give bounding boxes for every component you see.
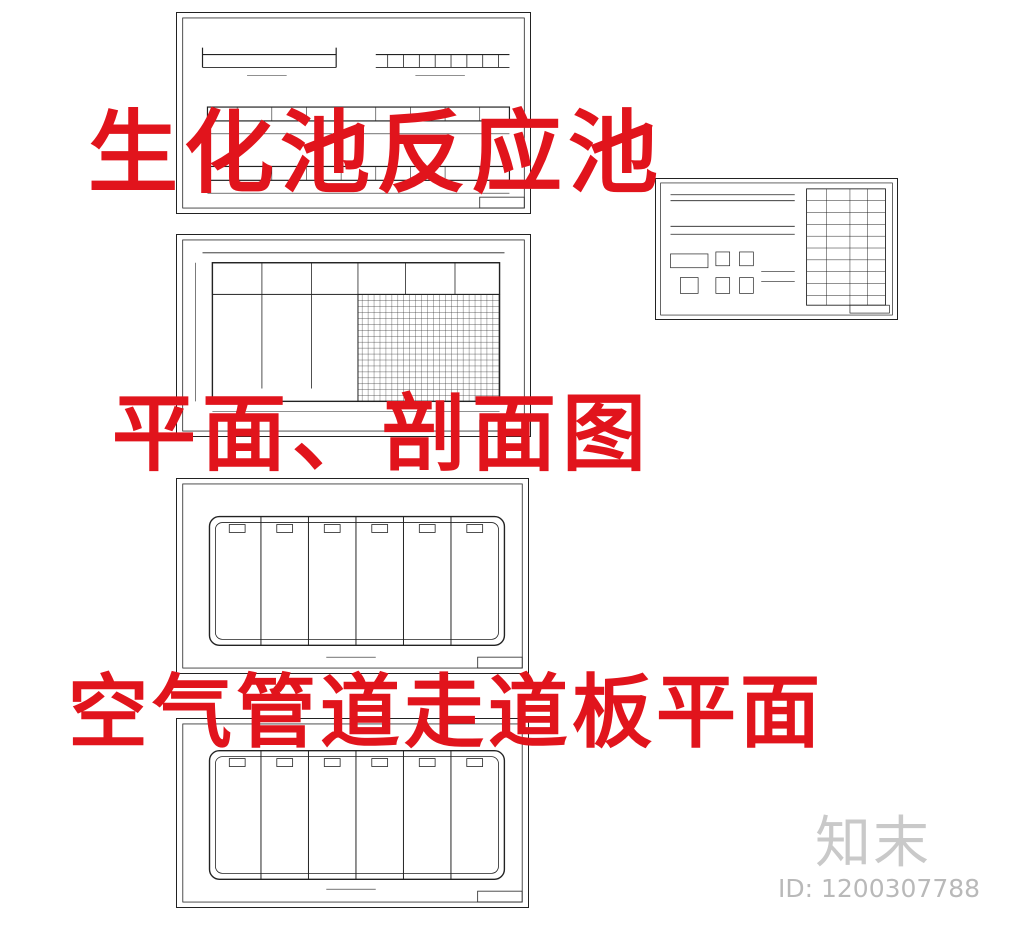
drawing-sheet-air-pipe-plan: [176, 478, 529, 674]
details-drawing: [660, 182, 893, 316]
title-line-3: 空气管道走道板平面: [68, 665, 824, 759]
drawing-sheet-sections: [176, 12, 531, 214]
drawing-sheet-tank-plan: [176, 234, 531, 437]
title-line-1: 生化池反应池: [88, 100, 664, 206]
drawing-sheet-walkway-plan: [176, 718, 529, 908]
air-pipe-plan-drawing: [182, 483, 523, 669]
watermark-logo: 知末: [815, 811, 931, 876]
walkway-plan-drawing: [182, 723, 523, 903]
sections-drawing: [182, 17, 525, 209]
watermark-id: ID: 1200307788: [778, 874, 981, 903]
tank-plan-drawing: [182, 239, 525, 432]
drawing-sheet-details: [655, 178, 898, 320]
title-line-2: 平面、剖面图: [112, 384, 653, 483]
